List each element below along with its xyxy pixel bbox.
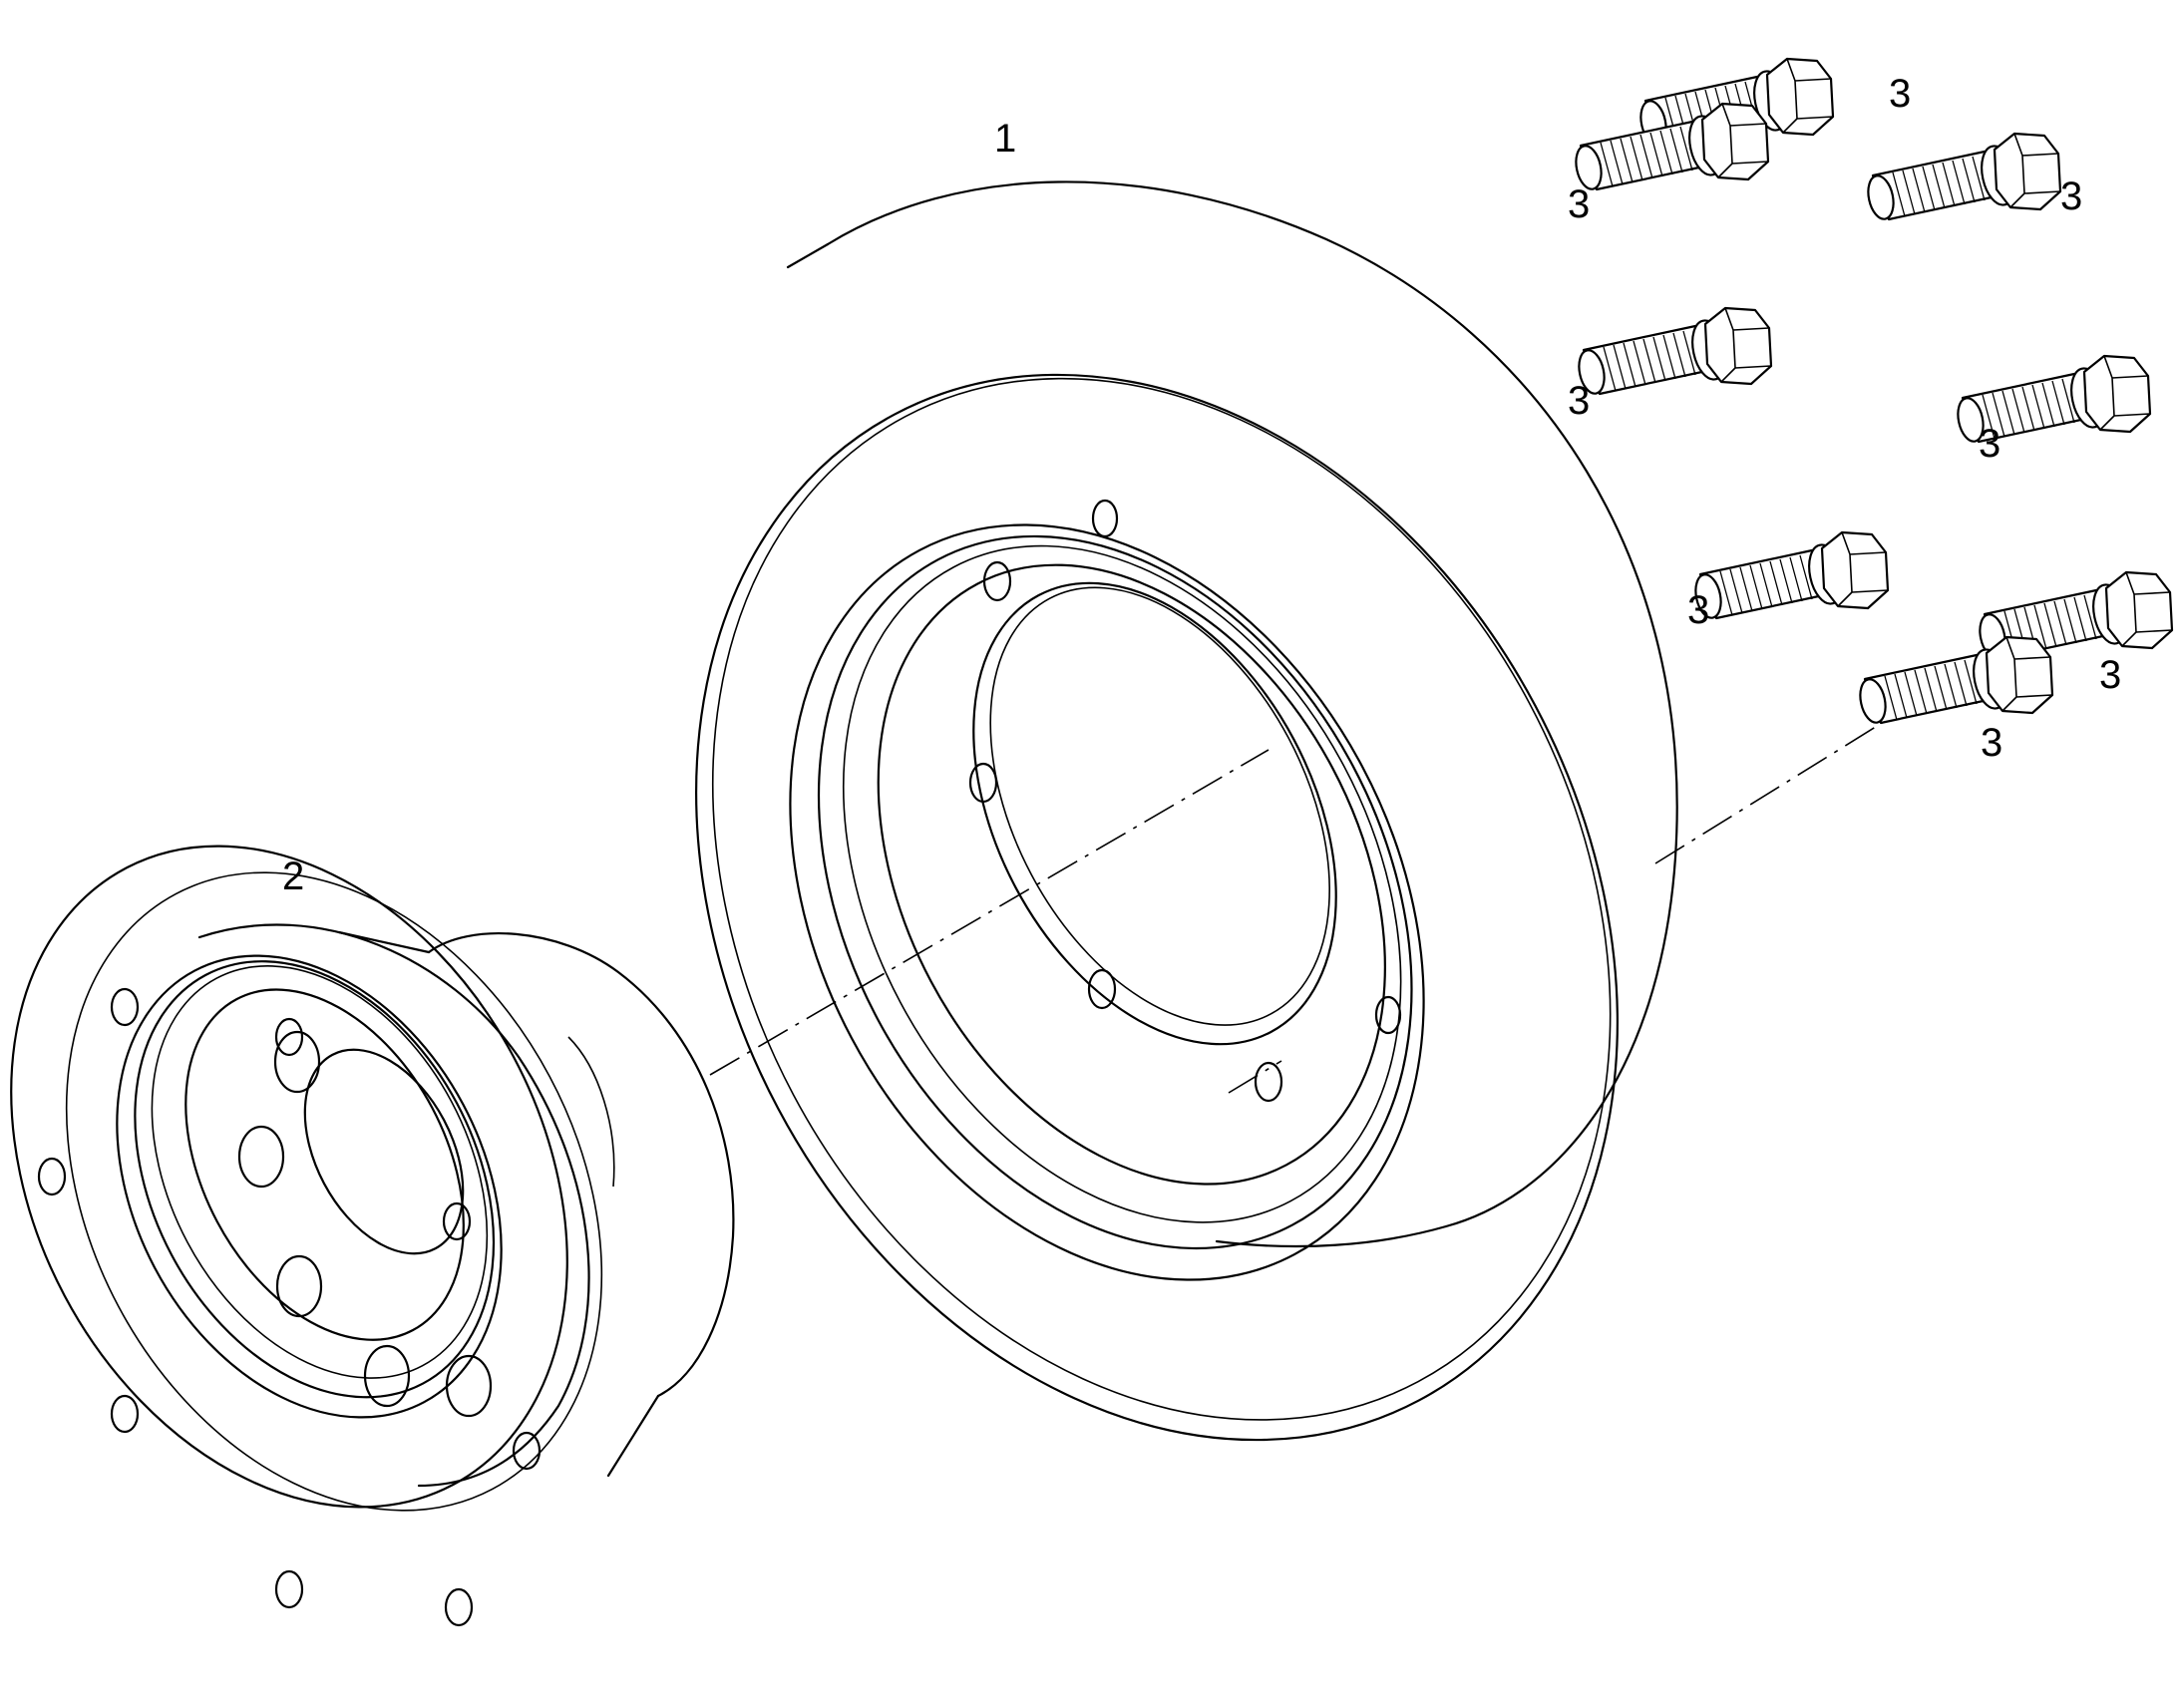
bolt [1690, 530, 1890, 622]
callout-bolt: 3 [2099, 653, 2121, 697]
bolt-set [1571, 57, 2174, 727]
callout-hub: 2 [282, 854, 304, 898]
bolt [1574, 306, 1773, 398]
callout-labels: 1 2 3 3 3 3 3 3 3 3 [282, 72, 2121, 898]
callout-bolt: 3 [1889, 72, 1911, 116]
callout-bolt: 3 [1687, 588, 1709, 632]
bolt [1855, 635, 2054, 727]
hub-flange-holes [37, 987, 542, 1627]
disc-bolt-holes [968, 499, 1402, 1103]
callout-bolt: 3 [1981, 721, 2002, 765]
bolt [1863, 132, 2062, 223]
callout-bolt: 3 [1979, 422, 2000, 466]
callout-bolt: 3 [1568, 379, 1590, 423]
callout-bolt: 3 [1568, 182, 1590, 226]
hub-inner-holes [237, 1030, 493, 1418]
hub [10, 845, 735, 1627]
callout-damper: 1 [994, 117, 1016, 161]
callout-bolt: 3 [2060, 174, 2082, 218]
assembly-axis-lines [709, 711, 1901, 1094]
damper-disc [695, 180, 1678, 1442]
